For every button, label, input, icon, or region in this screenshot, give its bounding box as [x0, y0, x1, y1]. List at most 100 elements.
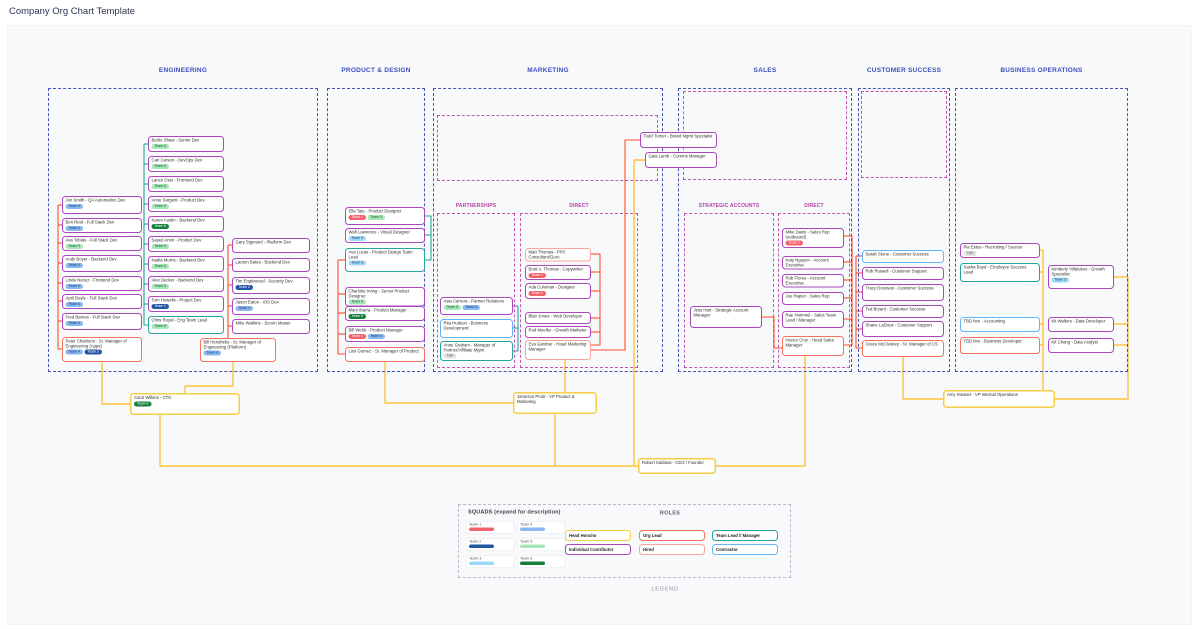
org-box-bill-hendricks[interactable]: Bill Hendricks - Sr. Manager of Engineer… [200, 338, 276, 362]
subsection-strategic-accounts [684, 213, 774, 368]
org-box-grace-mccloskey[interactable]: Grace McCloskey - Sr. Manager of CS [862, 340, 944, 357]
org-box-ted-bryant[interactable]: Ted Bryant - Customer Success [862, 305, 944, 318]
section-customer-success [858, 88, 950, 372]
org-box-robert-saldana[interactable]: Robert Saldana - CEO / Founder [638, 458, 716, 474]
org-box-hector-cruz[interactable]: Hector Cruz - Head Sales Manager [782, 336, 844, 356]
legend-squad-team-5[interactable]: Team 5 [517, 538, 565, 551]
org-box-tbd-hire[interactable]: TBD hire - Business Developer [960, 337, 1040, 354]
squad-tag-team-1: Team 1 [348, 214, 366, 220]
org-box-amy-stewart[interactable]: Amy Stewart - VP Internal Operations [943, 390, 1055, 408]
org-box-rae-hammel[interactable]: Rae Hammel - Sales Team Lead / Manager [782, 311, 844, 328]
subsection-direct [778, 213, 850, 368]
connector-yellow [633, 159, 645, 466]
org-box-luis-gomez[interactable]: Luis Gomez - Sr. Manager of Product [345, 347, 425, 362]
org-box-eva-gardner[interactable]: Eva Gardner - Head Marketing Manager [525, 340, 591, 360]
legend-outline [458, 504, 791, 578]
legend-squad-team-3[interactable]: Team 3 [466, 555, 514, 568]
legend-squad-team-6[interactable]: Team 6 [517, 555, 565, 568]
squad-tag-team-3: Team 3 [348, 260, 366, 266]
squad-tags: Team 4 [65, 262, 139, 268]
legend-squad-label: Team 2 [469, 539, 482, 544]
org-box-mike-davis[interactable]: Mike Davis - Sales Rep (outbound)Team 1 [782, 228, 844, 248]
squad-tag-team-5: Team 5 [151, 143, 169, 149]
org-box-name: Rob Russell - Customer Support [865, 268, 927, 274]
org-box-name: Brett A. Thomas - Copywriter [528, 266, 583, 272]
org-box-anne-graham[interactable]: Anne Graham - Manager of Partner/Affilia… [440, 341, 513, 361]
squad-tag-team-5: Team 5 [367, 214, 385, 220]
org-box-blair-jones[interactable]: Blair Jones - Web Developer [525, 312, 591, 324]
org-box-rob-flores[interactable]: Rob Flores - Account Executive [782, 274, 844, 288]
org-box-name: Karen Austin - Backend Dev [151, 217, 205, 223]
legend-squad-team-2[interactable]: Team 2 [466, 538, 514, 551]
org-box-jess-hart[interactable]: Jess Hart - Strategic Account Manager [690, 306, 762, 328]
org-box-kit-chang[interactable]: Kit Chang - Data Analyst [1048, 338, 1114, 353]
org-box-name: Amy Stewart - VP Internal Operations [947, 392, 1018, 397]
org-box-rod-mueller[interactable]: Rod Mueller - Growth Marketer [525, 326, 591, 338]
org-box-mike-watkins[interactable]: Mike Watkins - Scrum Master [232, 319, 310, 334]
org-box-rob-russell[interactable]: Rob Russell - Customer Support [862, 267, 944, 280]
legend-squad-team-1[interactable]: Team 1 [466, 521, 514, 534]
connector-red [57, 205, 62, 350]
org-box-tracy-donovan[interactable]: Tracy Donovan - Customer Success [862, 284, 944, 301]
squad-tags: Team 5 [151, 283, 221, 289]
org-box-sarah-stone[interactable]: Sarah Stone - Customer Success [862, 250, 944, 263]
org-box-name: Lance Osei - Frontend Dev [151, 177, 203, 183]
org-box-name: Peter Chalmers - Sr. Manager of Engineer… [65, 338, 127, 349]
squad-tag-team-4: Team 4 [65, 301, 83, 307]
org-box-gaia-lamb[interactable]: Gaia Lamb - Comms Manager [645, 152, 717, 168]
org-box-todd-turner[interactable]: Todd Turner - Brand Mgmt Specialist [640, 132, 717, 148]
org-box-jameson-pruitt[interactable]: Jameson Pruitt - VP Product & Marketing [513, 392, 597, 414]
org-box-gary-sigmund[interactable]: Gary Sigmund - Platform Dev [232, 238, 310, 253]
org-box-charlotte-irving[interactable]: Charlotte Irving - Senior Product Design… [345, 287, 425, 307]
org-box-kit-walters[interactable]: Kit Walters - Data Developer [1048, 317, 1114, 332]
org-box-lauren-bates[interactable]: Lauren Bates - Backend Dev [232, 258, 310, 272]
squad-tag-team-6: Team 6 [348, 313, 366, 319]
org-box-joe-rapier[interactable]: Joe Rapier - Sales Rep [782, 292, 844, 305]
org-box-name: Matt Thomas - PPC Consultant/Guru [528, 249, 566, 260]
legend-squad-team-4[interactable]: Team 4 [517, 521, 565, 534]
org-box-matt-thomas[interactable]: Matt Thomas - PPC Consultant/Guru [525, 248, 591, 262]
org-box-tbd-hire[interactable]: TBD hire - Accounting [960, 317, 1040, 332]
org-box-name: Ava Lucas - Product Design Team Lead [348, 249, 413, 260]
org-box-rita-hudson[interactable]: Rita Hudson - Business Development [440, 319, 513, 338]
org-box-shane-ladoux[interactable]: Shane LaDoux - Customer Support [862, 321, 944, 337]
org-box-name: Walt Lawrence - Visual Designer [348, 229, 410, 235]
org-box-katy-nguyen[interactable]: Katy Nguyen - Account Executive [782, 256, 844, 270]
org-box-peter-chalmers[interactable]: Peter Chalmers - Sr. Manager of Engineer… [62, 337, 142, 362]
org-box-name: TBD hire - Business Developer [963, 338, 1022, 344]
org-box-sasha-boyd[interactable]: Sasha Boyd - Employee Success Lead [960, 263, 1040, 282]
